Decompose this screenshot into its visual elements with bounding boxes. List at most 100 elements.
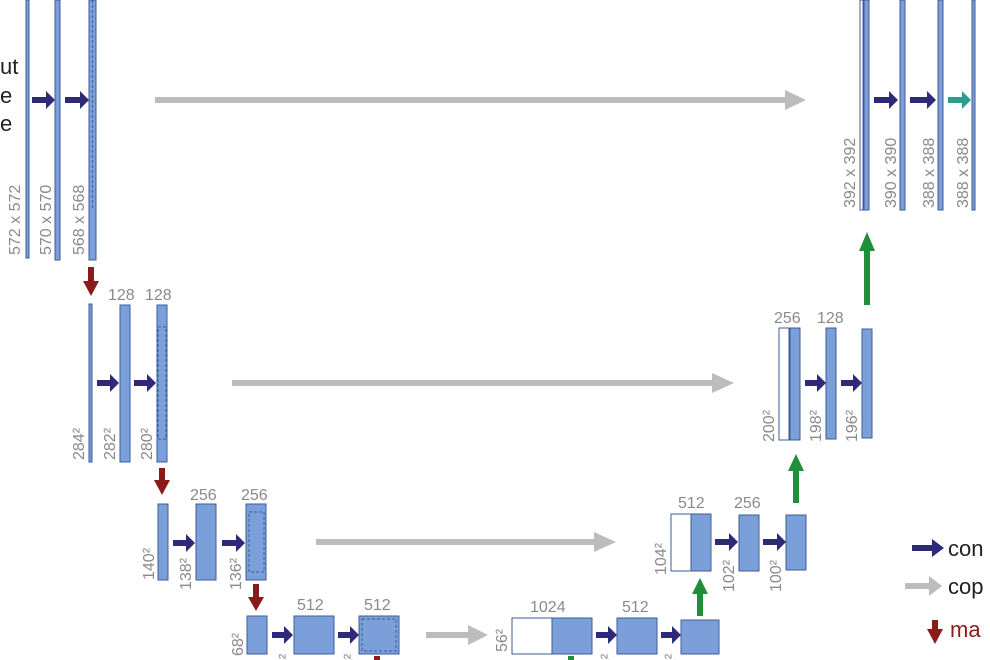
feature-map-up3-conv1 [738,514,760,572]
channel-label-l2-conv2: 128 [145,287,172,304]
feature-map-l3-pool [157,503,169,581]
input-label-line-2: e [0,83,12,108]
dim-label-up1-concat: 392 x 392 [842,138,859,208]
dim-label-l1-conv2: 568 x 568 [71,185,88,255]
dim-label-l4-pool: 68² [230,632,247,656]
conv-arrow-icon [173,534,195,552]
dim-label-up3-conv1: 102² [721,559,738,592]
conv-arrow-icon [874,91,898,109]
channel-label-bottom-conv: 512 [622,599,649,616]
channel-label-up2-concat: 256 [774,310,801,327]
dim-label-bottom-conv2: 2² [663,653,680,660]
max-pool-arrow-icon [83,267,99,296]
feature-map-up2-upconv [789,327,801,441]
feature-map-up2-conv2 [861,328,873,439]
feature-map-l4-conv1 [293,615,335,655]
legend-pool-label: ma [950,617,981,642]
feature-map-l4-pool [246,615,268,655]
dim-label-bottom-conv1: 4² [599,653,616,660]
legend-pool-arrow-icon [927,620,943,644]
input-label-line-3: e [0,111,12,136]
feature-map-up1-upconv [863,0,870,211]
legend-copy-label: cop [948,574,983,599]
dim-label-up2-conv2: 196² [844,409,861,442]
feature-map-up2-cropped [778,327,790,441]
feature-map-up3-conv2 [785,514,807,571]
up-conv-arrow-icon [692,578,708,616]
copy-crop-arrow-icon [316,532,616,552]
legend: con cop ma [905,536,983,644]
channel-label-bottom-concat: 1024 [530,599,566,616]
crop-region-l4 [361,618,397,652]
channel-label-l3-conv1: 256 [190,487,217,504]
channel-label-up3-concat: 512 [678,495,705,512]
copy-crop-arrow-icon [232,373,734,393]
final-conv-arrow-icon [948,91,971,109]
max-pool-arrow-icon [154,468,170,495]
dim-label-l4-conv1: 5² [277,653,294,660]
feature-map-l2-conv2 [156,304,168,463]
legend-copy-arrow-icon [905,576,942,596]
channel-label-up3-conv: 256 [734,495,761,512]
dim-label-l2-conv2: 280² [139,427,156,460]
dim-label-up3-conv2: 100² [768,559,785,592]
conv-arrow-icon [763,533,786,551]
feature-map-up3-upconv [690,513,712,572]
feature-map-l2-conv1 [119,304,131,463]
conv-arrow-icon [841,374,862,392]
max-pool-arrow-icon [248,584,264,611]
feature-map-l3-conv2 [245,503,267,581]
dim-label-up2-concat: 200² [761,409,778,442]
conv-arrow-icon [97,374,119,392]
dim-label-l2-pool: 284² [71,427,88,460]
dim-label-up2-conv1: 198² [808,409,825,442]
feature-map-bottom-conv2 [680,619,720,655]
feature-map-bottom-conv1 [616,617,658,655]
dim-label-bottom-concat: 56² [494,628,511,652]
conv-arrow-icon [134,374,156,392]
conv-arrow-icon [661,626,681,644]
conv-arrow-icon [272,626,293,644]
feature-map-bottom-cropped [511,617,553,655]
max-pool-arrow-icon [374,656,380,660]
dim-label-l1-input: 572 x 572 [7,185,24,255]
feature-map-l3-conv1 [195,503,217,581]
conv-arrow-icon [910,91,936,109]
feature-map-up1-conv1 [899,0,906,211]
feature-map-up1-cropped [859,0,864,211]
dim-label-up1-conv1: 390 x 390 [883,138,900,208]
feature-map-l1-conv1 [54,0,61,261]
dim-label-up1-conv2: 388 x 388 [921,138,938,208]
up-conv-arrow-icon [568,656,574,660]
dim-label-l1-conv1: 570 x 570 [38,185,55,255]
conv-arrow-icon [596,626,617,644]
dim-label-l3-pool: 140² [141,547,158,580]
feature-map-l2-pool [88,303,93,463]
dim-label-l2-conv1: 282² [102,427,119,460]
up-conv-arrow-icon [788,454,804,503]
feature-map-up3-cropped [670,513,692,572]
feature-map-up1-output [971,0,976,211]
channel-label-up2-conv: 128 [817,310,844,327]
crop-region-l3 [248,511,265,573]
dim-label-l4-conv2: 4² [342,653,359,660]
channel-label-l2-conv1: 128 [108,287,135,304]
channel-label-l4-conv2: 512 [364,597,391,614]
input-label-line-1: ut [0,54,18,79]
feature-map-up1-conv2 [937,0,944,211]
dim-label-up3-concat: 104² [653,542,670,575]
up-conv-arrow-icon [859,232,875,305]
feature-map-up2-conv1 [825,327,837,440]
legend-conv-label: con [948,536,983,561]
conv-arrow-icon [222,534,245,552]
legend-conv-arrow-icon [912,539,944,557]
dim-label-up1-output: 388 x 388 [955,138,972,208]
conv-arrow-icon [715,533,738,551]
conv-arrow-icon [65,91,89,109]
channel-label-l3-conv2: 256 [241,487,268,504]
conv-arrow-icon [32,91,55,109]
conv-arrow-icon [338,626,359,644]
copy-crop-arrow-icon [155,90,806,110]
feature-map-l1-input [25,0,30,259]
